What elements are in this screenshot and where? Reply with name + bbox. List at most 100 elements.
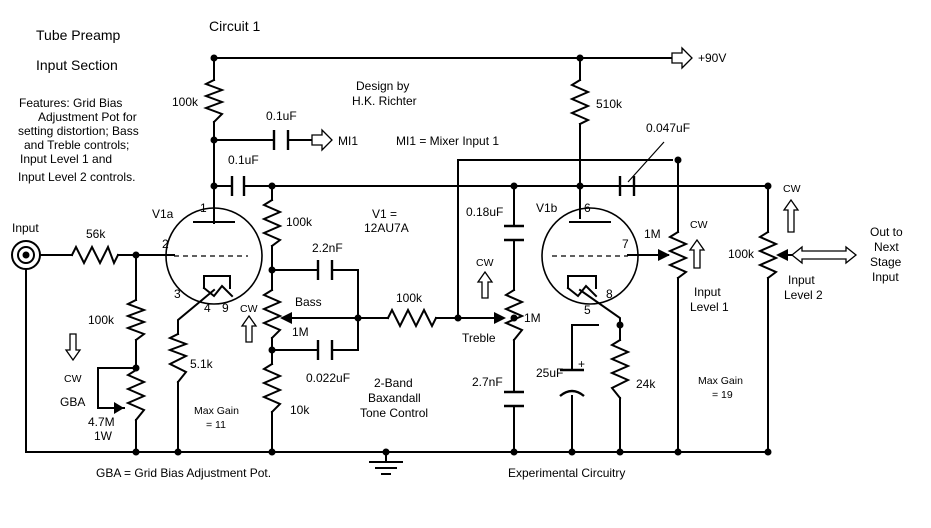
gba-note: GBA = Grid Bias Adjustment Pot. xyxy=(96,466,271,480)
tube-type-line2: 12AU7A xyxy=(364,221,409,235)
cw-arrow-gba-icon xyxy=(64,333,82,362)
value-pot-gba-line2: 1W xyxy=(94,429,113,443)
cw-label: CW xyxy=(476,257,494,269)
output-label: Out to xyxy=(870,225,903,239)
resistor-100k-bias xyxy=(125,298,147,342)
value-c-01-coupling: 0.1uF xyxy=(228,153,259,167)
resistor-24k xyxy=(609,338,631,400)
value-level2-pot: 100k xyxy=(728,247,755,261)
tube-v1a-label: V1a xyxy=(152,207,174,221)
max-gain-1: Max Gain xyxy=(194,405,239,417)
title-line2: Input Section xyxy=(36,57,118,73)
input-jack xyxy=(11,240,41,270)
pin-label: 3 xyxy=(174,287,181,301)
capacitors xyxy=(230,130,665,408)
tube-type-line1: V1 = xyxy=(372,207,397,221)
pot-bass xyxy=(261,288,283,340)
cap-2-2nf xyxy=(316,260,334,280)
gba-label: GBA xyxy=(60,395,85,409)
resistor-100k-tone xyxy=(261,198,283,248)
cw-label: CW xyxy=(64,373,82,385)
input-label: Input xyxy=(12,221,39,235)
mixer-note: MI1 = Mixer Input 1 xyxy=(396,134,499,148)
pin-label: 5 xyxy=(584,303,591,317)
cw-arrow-level1-icon xyxy=(688,238,706,269)
pin-label: 9 xyxy=(222,301,229,315)
cap-polarity-plus: + xyxy=(578,357,585,371)
level2-label: Input xyxy=(788,273,815,287)
title-line1: Tube Preamp xyxy=(36,27,121,43)
mixer-output-label: MI1 xyxy=(338,134,358,148)
features-line: Adjustment Pot for xyxy=(38,110,137,124)
junction-dots xyxy=(132,54,772,456)
cap-01uf-mixer xyxy=(272,130,290,150)
pot-treble-wiper-arrow xyxy=(494,312,506,324)
value-c-0-047uf: 0.047uF xyxy=(646,121,690,135)
pin-label: 2 xyxy=(162,237,169,251)
tone-control-label: Tone Control xyxy=(360,406,428,420)
pot-gba xyxy=(125,368,147,422)
cw-label: CW xyxy=(240,303,258,315)
cw-arrow-level2-icon xyxy=(782,198,800,233)
features-line: setting distortion; Bass xyxy=(18,124,139,138)
max-gain-2: Max Gain xyxy=(698,375,743,387)
value-c-25uf: 25uF xyxy=(536,366,563,380)
output-label: Stage xyxy=(870,255,902,269)
max-gain-2: = 19 xyxy=(712,389,733,401)
resistor-10k xyxy=(261,362,283,414)
pot-treble xyxy=(503,288,525,342)
wires xyxy=(25,57,853,463)
value-r-56k: 56k xyxy=(86,227,106,241)
pin-label: 4 xyxy=(204,301,211,315)
cap-0-022uf xyxy=(316,340,334,360)
resistor-510k xyxy=(569,78,591,126)
output-arrow-icon xyxy=(790,245,858,265)
cap-0-047uf xyxy=(618,176,636,196)
cw-label: CW xyxy=(783,183,801,195)
cw-arrow-bass-icon xyxy=(240,314,258,343)
pot-gba-wiper-arrow xyxy=(114,402,124,414)
labels: Circuit 1 Tube Preamp Input Section Desi… xyxy=(12,18,903,480)
level1-label: Level 1 xyxy=(690,300,729,314)
features-line: Input Level 2 controls. xyxy=(18,170,135,184)
features-line: Input Level 1 and xyxy=(20,152,112,166)
resistor-5-1k xyxy=(167,332,189,384)
level2-label: Level 2 xyxy=(784,288,823,302)
resistors xyxy=(70,78,631,414)
resistor-100k-plate xyxy=(203,78,225,124)
value-r-100k-tone: 100k xyxy=(286,215,313,229)
cap-01uf-coupling xyxy=(230,176,246,196)
tube-v1b-label: V1b xyxy=(536,201,558,215)
mixer-arrow-icon xyxy=(311,128,333,152)
design-credit-line2: H.K. Richter xyxy=(352,94,417,108)
supply-label: +90V xyxy=(698,51,726,65)
value-r-100k-plate: 100k xyxy=(172,95,199,109)
pot-level1-wiper-arrow xyxy=(658,249,670,261)
value-r-100k-bias: 100k xyxy=(88,313,115,327)
bass-label: Bass xyxy=(295,295,322,309)
pin-label: 1 xyxy=(200,201,207,215)
design-credit-line1: Design by xyxy=(356,79,409,93)
value-treble-pot: 1M xyxy=(524,311,541,325)
value-r-24k: 24k xyxy=(636,377,656,391)
value-pot-gba-line1: 4.7M xyxy=(88,415,115,429)
cap-2-7nf xyxy=(504,390,524,408)
pot-level2-wiper-arrow xyxy=(776,249,788,261)
pin-label: 6 xyxy=(584,201,591,215)
cw-label: CW xyxy=(690,219,708,231)
cap-0-18uf xyxy=(504,224,524,242)
ground-icon xyxy=(369,461,403,475)
cap-25uf xyxy=(559,368,585,397)
max-gain-1: = 11 xyxy=(206,419,226,431)
potentiometers xyxy=(114,230,788,422)
value-r-510k: 510k xyxy=(596,97,623,111)
tube-v1a xyxy=(164,207,263,305)
value-c-01-mixer: 0.1uF xyxy=(266,109,297,123)
output-label: Input xyxy=(872,270,899,284)
cw-arrow-treble-icon xyxy=(476,270,494,299)
tone-control-label: 2-Band xyxy=(374,376,413,390)
features-line: and Treble controls; xyxy=(24,138,129,152)
value-r-5-1k: 5.1k xyxy=(190,357,214,371)
circuit-title: Circuit 1 xyxy=(209,18,261,34)
